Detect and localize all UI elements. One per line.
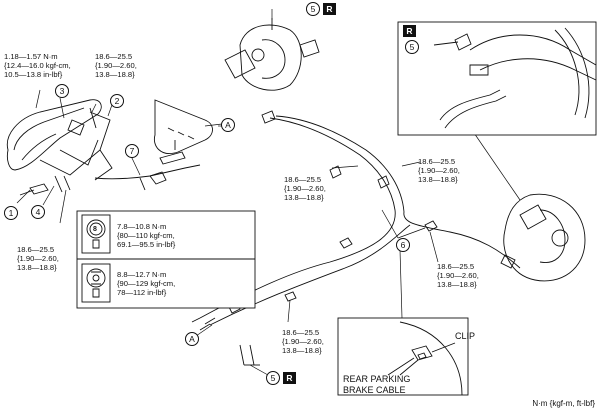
- torque-label-top-left: 1.18—1.57 N·m {12.4—16.0 kgf-cm, 10.5—13…: [4, 52, 71, 79]
- rear-parking-brake-cable-label: REAR PARKING BRAKE CABLE: [343, 374, 411, 395]
- clip-label: CLIP: [455, 331, 476, 341]
- torque-label-mid-center: 18.6—25.5 {1.90—2.60, 13.8—18.8}: [284, 175, 326, 202]
- torque-label-bottom-left: 18.6—25.5 {1.90—2.60, 13.8—18.8}: [17, 245, 59, 272]
- callout-5-inset: 5: [405, 40, 419, 54]
- torque-label-top-center: 18.6—25.5 {1.90—2.60, 13.8—18.8}: [95, 52, 137, 79]
- r-mark-top: R: [323, 3, 336, 15]
- inset-top-right: [397, 21, 597, 136]
- callout-a-top: A: [221, 118, 235, 132]
- units-label: N·m {kgf-m, ft-lbf}: [532, 399, 595, 408]
- callout-a-bottom: A: [185, 332, 199, 346]
- callout-6: 6: [396, 238, 410, 252]
- callout-4: 4: [31, 205, 45, 219]
- r-mark-inset: R: [403, 25, 416, 37]
- callout-5-bottom: 5: [266, 371, 280, 385]
- r-mark-bottom: R: [283, 372, 296, 384]
- leader-lines: [16, 9, 521, 376]
- parking-brake-lever-drawing: [6, 99, 113, 196]
- torque-label-lower-right: 18.6—25.5 {1.90—2.60, 13.8—18.8}: [437, 262, 479, 289]
- rear-brake-right-drawing: [500, 193, 586, 282]
- torque-label-box-8: 7.8—10.8 N·m {80—110 kgf-cm, 69.1—95.5 i…: [117, 222, 176, 249]
- inset-bottom-right: [337, 317, 469, 396]
- bolt-8-mark: 8: [93, 226, 97, 233]
- front-cable-drawing: [94, 140, 201, 191]
- callout-1: 1: [4, 206, 18, 220]
- torque-label-box-m8: 8.8—12.7 N·m {90—129 kgf-cm, 78—112 in-l…: [117, 270, 176, 297]
- callout-5-top: 5: [306, 2, 320, 16]
- callout-2: 2: [110, 94, 124, 108]
- torque-label-mid-right: 18.6—25.5 {1.90—2.60, 13.8—18.8}: [418, 157, 460, 184]
- bolt-torque-box: [76, 210, 256, 309]
- console-outline-drawing: [153, 99, 213, 154]
- torque-label-bottom-center: 18.6—25.5 {1.90—2.60, 13.8—18.8}: [282, 328, 324, 355]
- callout-7: 7: [125, 144, 139, 158]
- rear-brake-top-drawing: [224, 18, 320, 124]
- callout-3: 3: [55, 84, 69, 98]
